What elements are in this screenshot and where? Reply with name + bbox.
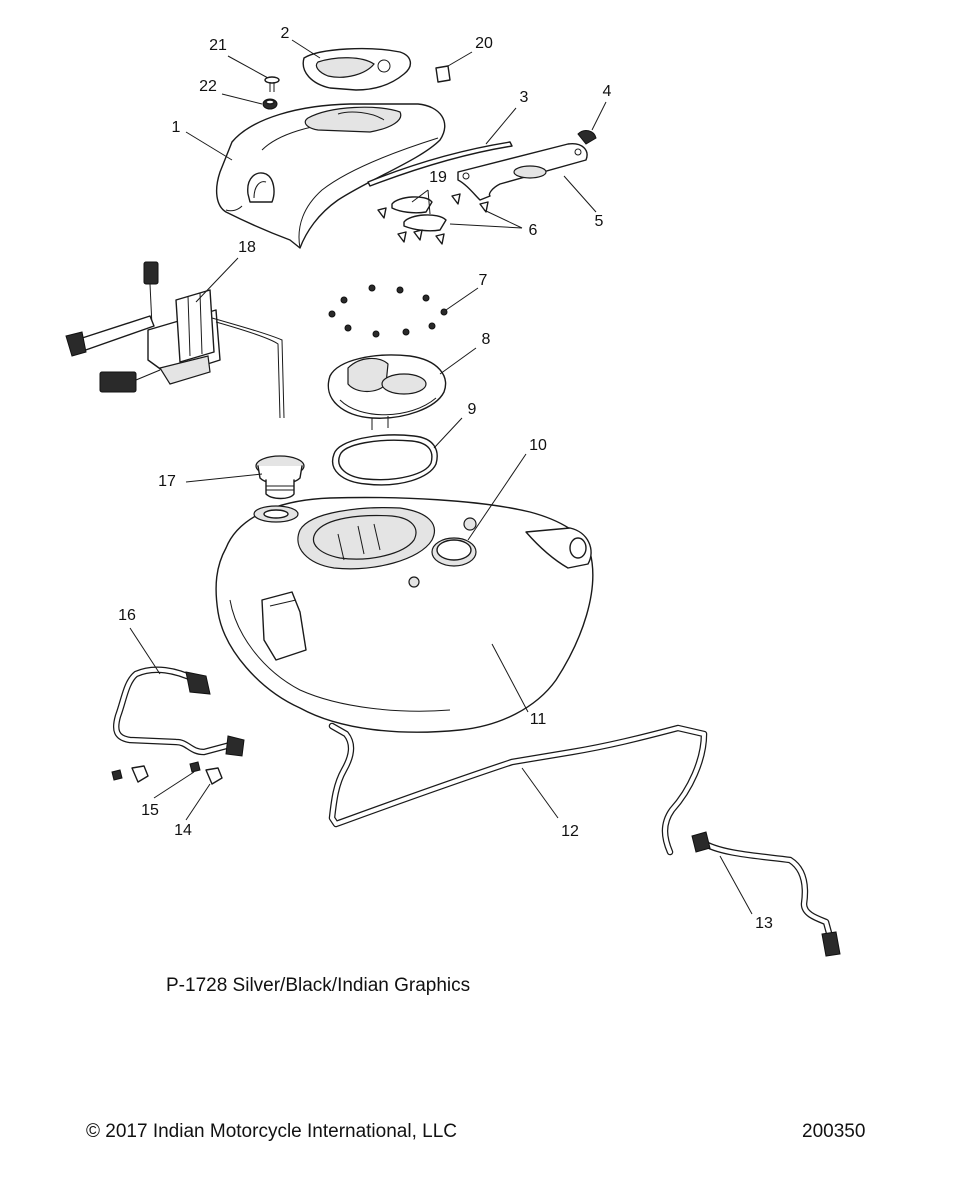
- part-22-grommet: [262, 98, 278, 110]
- leader-lines: [129, 39, 753, 915]
- part-3-trim-strip: [367, 141, 513, 187]
- part-2-emblem-plate: [302, 47, 411, 91]
- part-11-fuel-tank: [215, 496, 594, 733]
- callout-7: 7: [478, 272, 488, 289]
- part-1-console-cover: [215, 103, 446, 249]
- callout-11: 11: [529, 711, 547, 728]
- callout-3: 3: [519, 89, 529, 106]
- part-21-screw: [264, 76, 280, 92]
- diagram-number: 200350: [802, 1121, 866, 1142]
- callout-4: 4: [602, 83, 612, 100]
- part-7-nuts: [328, 284, 448, 338]
- part-6-screws: [377, 193, 489, 245]
- callout-15: 15: [141, 802, 159, 819]
- callout-9: 9: [467, 401, 477, 418]
- callout-18: 18: [238, 239, 256, 256]
- part-13-fuel-line-end: [691, 831, 841, 957]
- callout-2: 2: [280, 25, 290, 42]
- part-16-vent-hose: [112, 666, 245, 757]
- callout-17: 17: [158, 473, 176, 490]
- callout-14: 14: [174, 822, 192, 839]
- part-20-pin: [435, 65, 451, 83]
- part-9-gasket: [331, 434, 438, 486]
- callout-8: 8: [481, 331, 491, 348]
- callout-20: 20: [475, 35, 493, 52]
- part-15-clamps: [111, 761, 201, 783]
- callout-22: 22: [199, 78, 217, 95]
- callout-6: 6: [528, 222, 538, 239]
- part-10-plug: [431, 537, 477, 567]
- part-14-clamp: [205, 767, 223, 785]
- part-18-fuel-pump-assembly: [65, 261, 285, 419]
- callout-12: 12: [561, 823, 579, 840]
- part-5-mounting-bracket: [457, 143, 588, 201]
- variant-caption: P-1728 Silver/Black/Indian Graphics: [166, 975, 471, 996]
- part-12-fuel-line: [328, 722, 708, 856]
- callout-16: 16: [118, 607, 136, 624]
- part-4-clip: [577, 130, 597, 145]
- callout-19: 19: [429, 169, 447, 186]
- part-19-mount-pads: [391, 196, 447, 232]
- part-17-fuel-cap: [255, 455, 305, 500]
- callout-1: 1: [171, 119, 181, 136]
- callout-21: 21: [209, 37, 227, 54]
- callout-13: 13: [755, 915, 773, 932]
- part-8-pump-mount-plate: [327, 354, 447, 430]
- callout-5: 5: [594, 213, 604, 230]
- copyright-text: © 2017 Indian Motorcycle International, …: [86, 1121, 457, 1142]
- callout-10: 10: [529, 437, 547, 454]
